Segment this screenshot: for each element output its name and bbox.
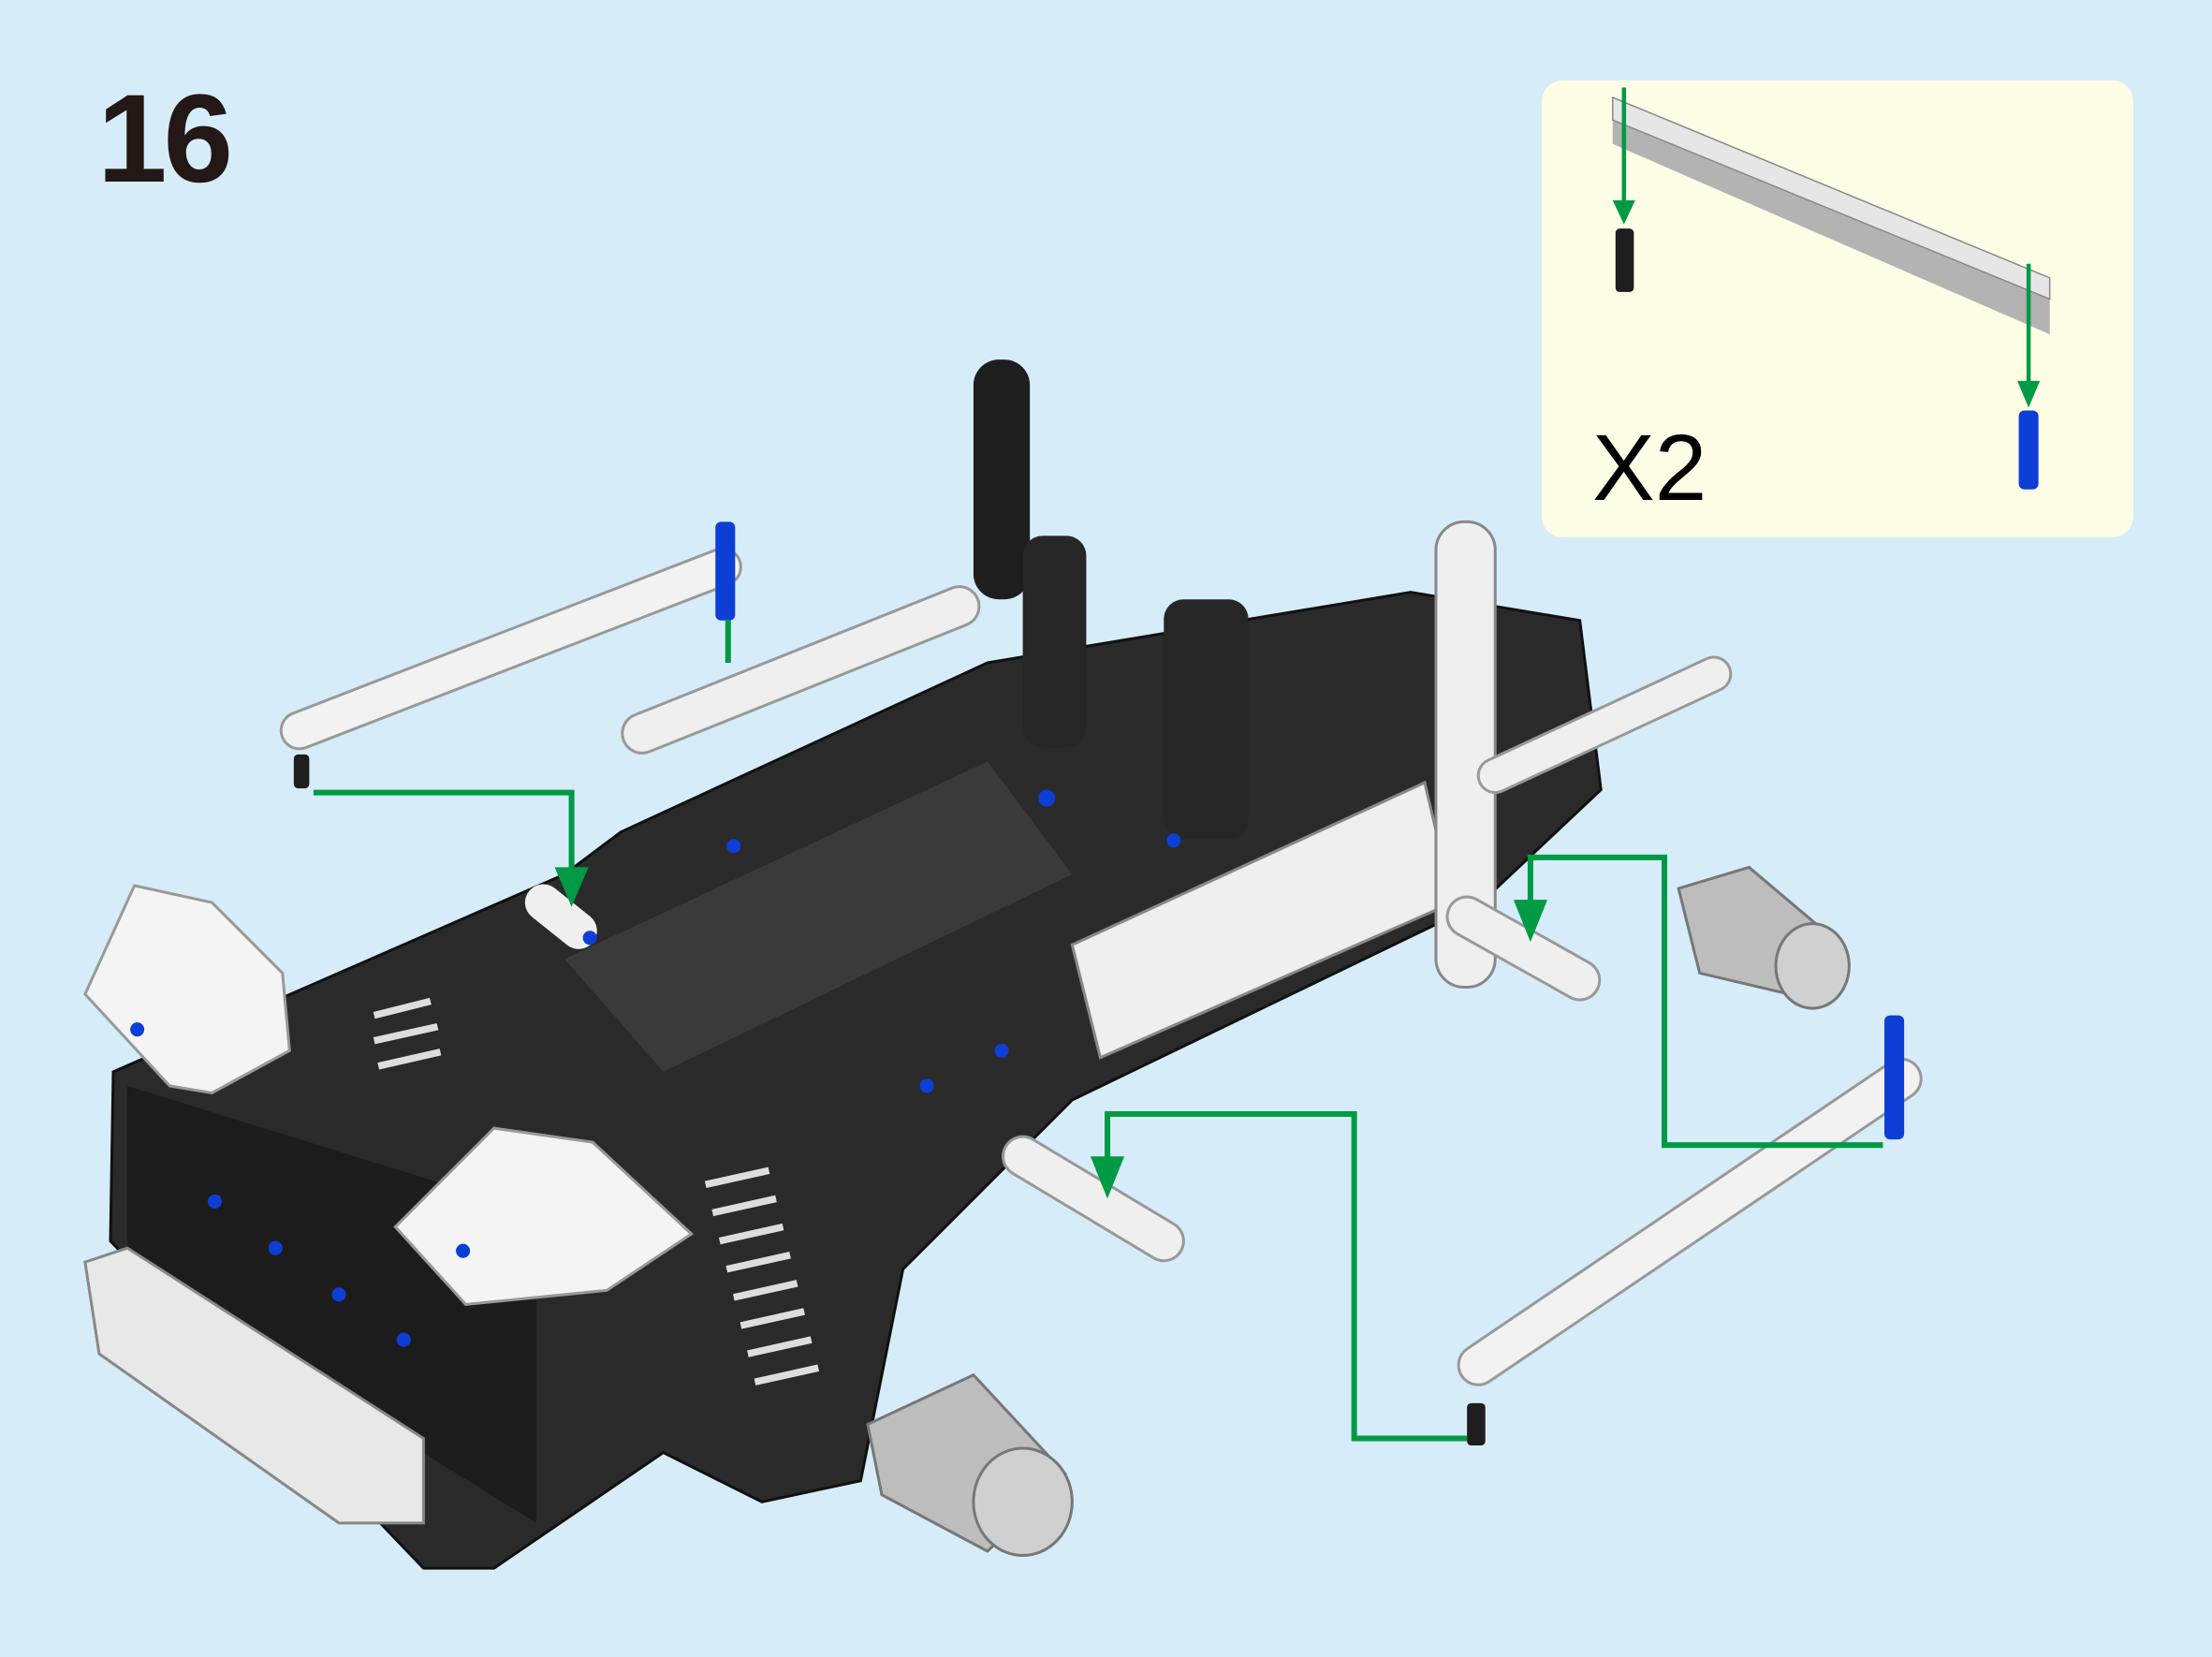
quantity-label: X2	[1592, 416, 1707, 521]
assembly-arrows	[313, 620, 1883, 1442]
green-arrow-to-black-pin	[1612, 87, 1635, 225]
white-panel	[1070, 780, 1455, 1060]
black-pin-icon	[1615, 228, 1634, 292]
arrow-right-beam-front	[1104, 1111, 1468, 1442]
new-beam-left	[279, 521, 742, 789]
new-beam-right	[1457, 1015, 1923, 1446]
chassis-body	[109, 591, 1603, 1570]
front-wheel-hub	[866, 1372, 1074, 1558]
callout-parts-illustration	[1612, 87, 2051, 490]
blue-pin-icon	[1884, 1015, 1905, 1140]
blue-pin-icon	[715, 521, 736, 621]
rear-wheel-hub	[1677, 865, 1851, 1010]
arrow-right-beam-rear	[1527, 854, 1883, 1149]
blue-pins	[130, 789, 1181, 1347]
front-bumper	[83, 1246, 425, 1525]
white-vertical-beam	[1434, 520, 1497, 989]
beam-15-icon	[1612, 95, 2051, 335]
parts-callout: X2	[1542, 81, 2133, 537]
black-upright-beam	[973, 359, 1031, 600]
step-number: 16	[97, 69, 233, 209]
right-fender	[393, 1126, 695, 1306]
front-spring	[373, 997, 820, 1386]
green-arrow-to-blue-pin	[2017, 263, 2041, 408]
blue-pin-icon	[2018, 410, 2039, 490]
black-pin-icon	[293, 754, 310, 789]
left-fender	[83, 884, 291, 1095]
black-pin-icon	[1467, 1402, 1486, 1446]
